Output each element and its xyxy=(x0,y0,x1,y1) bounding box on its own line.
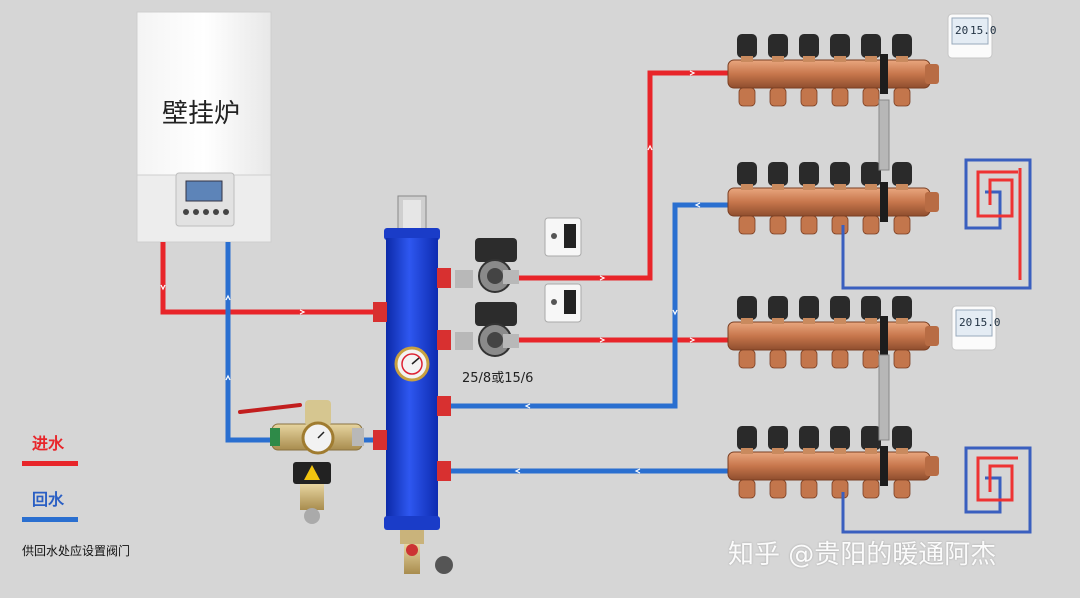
outlet-fitting xyxy=(862,479,880,499)
valve-knob xyxy=(892,426,912,450)
outlet-fitting xyxy=(738,215,756,235)
outlet-fitting xyxy=(862,349,880,369)
zone1-supply-pipe xyxy=(515,70,735,281)
valve-knob xyxy=(799,426,819,450)
thermostat-upper-left-reading: 20 xyxy=(955,24,969,37)
valve-knob xyxy=(737,34,757,58)
outlet-fitting xyxy=(800,87,818,107)
outlet-fitting xyxy=(831,215,849,235)
boiler-display xyxy=(185,180,223,202)
supply-pipes xyxy=(160,70,735,343)
outlet-fitting xyxy=(738,349,756,369)
valve-knob xyxy=(861,162,881,186)
valve-knob xyxy=(768,34,788,58)
boiler-label: 壁挂炉 xyxy=(162,99,241,129)
outlet-fitting xyxy=(831,479,849,499)
outlet-fitting xyxy=(862,87,880,107)
outlet-fitting xyxy=(769,479,787,499)
watermark: 知乎 @贵阳的暖通阿杰 xyxy=(728,540,997,570)
zone2-return-pipe xyxy=(450,202,735,409)
room-thermostat-upper xyxy=(947,13,993,59)
valve-knob xyxy=(830,34,850,58)
valve-knob xyxy=(737,162,757,186)
mixing-valve xyxy=(238,400,364,524)
outlet-fitting xyxy=(893,349,911,369)
outlet-fitting xyxy=(893,87,911,107)
valve-knob xyxy=(737,296,757,320)
hydraulic-separator xyxy=(373,195,453,574)
legend-supply-swatch xyxy=(22,461,78,466)
valve-knob xyxy=(830,426,850,450)
boiler-supply-pipe xyxy=(160,242,385,315)
valve-note: 供回水处应设置阀门 xyxy=(22,544,131,558)
pump-controller-lower xyxy=(544,283,582,323)
valve-knob xyxy=(892,162,912,186)
legend-return-label: 回水 xyxy=(32,490,65,509)
outlet-fitting xyxy=(800,215,818,235)
manifold-zone-3 xyxy=(727,296,939,369)
circulation-pump-lower xyxy=(455,302,519,357)
flow-arrows xyxy=(160,70,701,474)
manifold-zone-1 xyxy=(727,34,939,107)
valve-knob xyxy=(799,162,819,186)
valve-knob xyxy=(768,426,788,450)
room-thermostat-lower xyxy=(951,305,997,351)
thermostat-upper-right-reading: 15.0 xyxy=(970,24,997,37)
valve-knob xyxy=(861,296,881,320)
thermostat-lower-left-reading: 20 xyxy=(959,316,973,329)
manifold-zone-4 xyxy=(727,426,939,499)
valve-knob xyxy=(768,296,788,320)
valve-knob xyxy=(799,296,819,320)
valve-knob xyxy=(861,426,881,450)
floor-heating-loop-upper xyxy=(841,158,1032,290)
outlet-fitting xyxy=(800,479,818,499)
legend-supply-label: 进水 xyxy=(32,434,65,453)
legend-return-swatch xyxy=(22,517,78,522)
outlet-fitting xyxy=(738,479,756,499)
manifold-support-upper xyxy=(878,99,890,171)
valve-knob xyxy=(830,162,850,186)
manifold-support-lower xyxy=(878,354,890,441)
floor-heating-loop-lower xyxy=(841,446,1032,534)
manifold-zone-2 xyxy=(727,162,939,235)
outlet-fitting xyxy=(893,215,911,235)
outlet-fitting xyxy=(831,349,849,369)
valve-knob xyxy=(892,34,912,58)
valve-knob xyxy=(768,162,788,186)
valve-knob xyxy=(737,426,757,450)
circulation-pump-upper xyxy=(455,238,519,293)
pump-controller-upper xyxy=(544,217,582,257)
thermostat-lower-right-reading: 15.0 xyxy=(974,316,1001,329)
outlet-fitting xyxy=(769,349,787,369)
outlet-fitting xyxy=(831,87,849,107)
outlet-fitting xyxy=(769,87,787,107)
valve-knob xyxy=(799,34,819,58)
pump-spec-label: 25/8或15/6 xyxy=(462,371,534,386)
outlet-fitting xyxy=(738,87,756,107)
wall-boiler xyxy=(136,11,272,243)
outlet-fitting xyxy=(893,479,911,499)
valve-knob xyxy=(830,296,850,320)
outlet-fitting xyxy=(769,215,787,235)
outlet-fitting xyxy=(800,349,818,369)
outlet-fitting xyxy=(862,215,880,235)
valve-knob xyxy=(892,296,912,320)
manifold-group xyxy=(727,34,939,499)
valve-knob xyxy=(861,34,881,58)
